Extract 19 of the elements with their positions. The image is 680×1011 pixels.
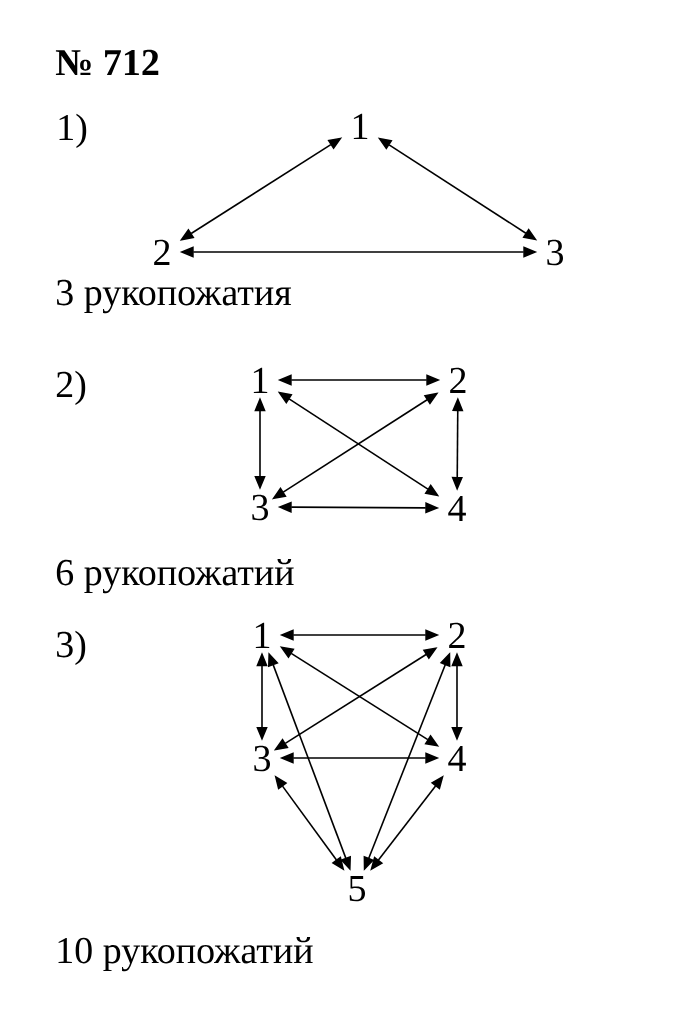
node-number: 3 <box>547 239 563 266</box>
node-number: 1 <box>255 622 270 648</box>
item-number: 1) <box>59 113 87 149</box>
answer-text: 6 рукопожатий <box>56 559 294 594</box>
node-number: 4 <box>448 745 466 771</box>
node-number: 1 <box>353 113 368 139</box>
node-number: 2 <box>154 239 170 265</box>
node-number: 2 <box>449 622 465 648</box>
node-number: 4 <box>448 495 466 521</box>
node-number: 3 <box>254 745 270 772</box>
item-number: 3) <box>57 630 86 666</box>
node-number: 2 <box>450 367 466 393</box>
node-number: 3 <box>252 494 268 521</box>
item-number: 2) <box>56 370 86 406</box>
answer-text: 10 рукопожатий <box>58 937 313 972</box>
heading: № 712 <box>55 49 159 75</box>
answer-text: 3 рукопожатия <box>57 279 292 314</box>
node-number: 5 <box>349 876 365 902</box>
node-number: 1 <box>253 367 268 393</box>
